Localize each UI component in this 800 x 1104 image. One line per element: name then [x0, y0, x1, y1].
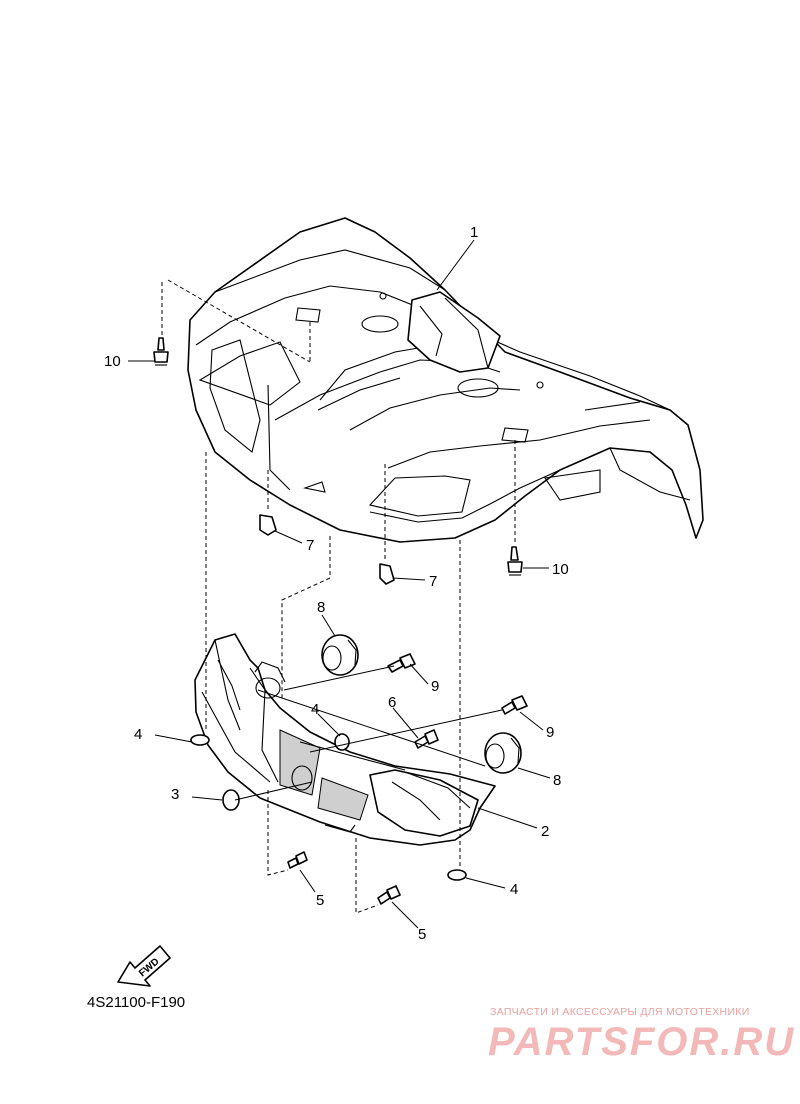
grommet-8b: [484, 732, 522, 774]
callout-6: 6: [388, 694, 396, 711]
callout-2: 2: [541, 823, 549, 840]
clip-7b: [379, 563, 395, 585]
watermark-caption: ЗАПЧАСТИ И АКСЕССУАРЫ ДЛЯ МОТОТЕХНИКИ: [490, 1006, 750, 1018]
callout-4b: 4: [311, 701, 319, 718]
callout-10a: 10: [104, 353, 121, 370]
cap-3: [222, 789, 240, 811]
washer-4a: [190, 734, 210, 746]
callout-8a: 8: [317, 599, 325, 616]
front-fender: [187, 217, 704, 543]
watermark-logo: PARTSFOR.RU: [488, 1020, 796, 1064]
grommet-8a: [321, 634, 359, 676]
callout-7a: 7: [306, 537, 314, 554]
bolt-9a: [387, 653, 416, 673]
callout-10b: 10: [552, 561, 569, 578]
leader-lines: [128, 239, 551, 929]
bolt-10a: [153, 337, 169, 366]
callout-9b: 9: [546, 724, 554, 741]
alignment-lines: [161, 279, 516, 914]
callout-8b: 8: [553, 772, 561, 789]
clip-7a: [259, 514, 277, 536]
fwd-arrow: FWD: [117, 945, 171, 987]
callout-9a: 9: [431, 678, 439, 695]
bolt-5a: [287, 851, 308, 869]
washer-4c: [447, 869, 467, 881]
callout-5a: 5: [316, 892, 324, 909]
bolt-9b: [501, 695, 528, 715]
callout-3: 3: [171, 786, 179, 803]
bolt-6: [414, 729, 439, 749]
callouts: 1 10 7 7 10 8 9 6 4 9 4 8 3 2 4 5 5: [104, 224, 569, 943]
bolt-10b: [507, 546, 523, 576]
callout-5b: 5: [418, 926, 426, 943]
callout-4a: 4: [134, 726, 142, 743]
bolt-5b: [377, 885, 401, 905]
callout-4c: 4: [510, 881, 518, 898]
diagram-code: 4S21100-F190: [87, 994, 186, 1011]
washer-4b: [334, 733, 350, 751]
callout-1: 1: [470, 224, 478, 241]
callout-7b: 7: [429, 573, 437, 590]
